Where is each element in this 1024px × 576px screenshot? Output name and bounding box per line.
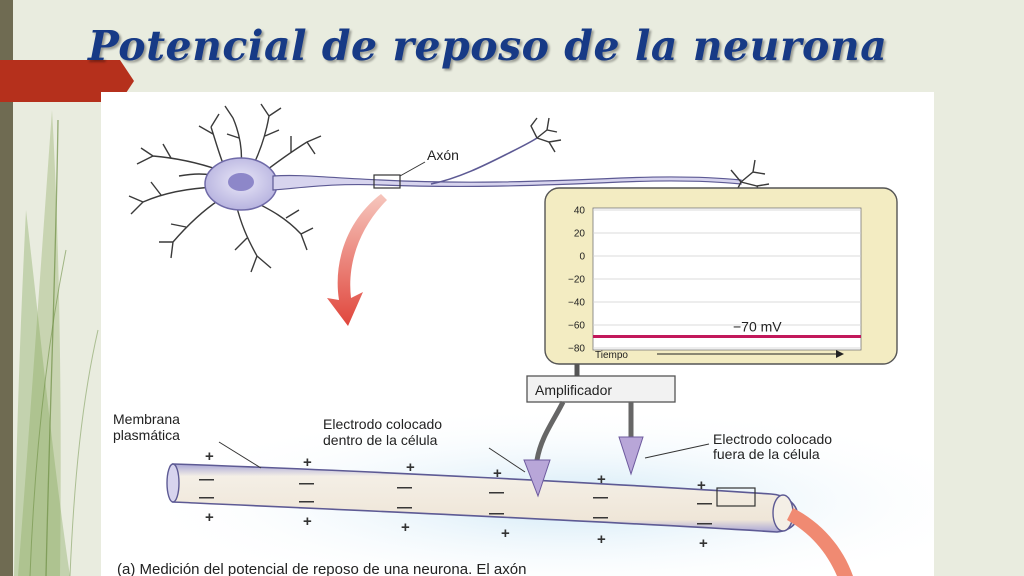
- positive-sign: +: [406, 459, 415, 476]
- oscilloscope-y-axis: 40 20 0 −20 −40 −60 −80: [568, 206, 861, 355]
- oscilloscope-y-tick-label: −40: [568, 298, 585, 309]
- oscilloscope: 40 20 0 −20 −40 −60 −80 Tiempo −70 mV: [544, 187, 898, 365]
- decorative-line: [69, 329, 99, 576]
- electrode-wire-inside: [534, 400, 566, 461]
- time-axis-label: Tiempo: [595, 350, 628, 361]
- electrode-inside-leader: [488, 447, 526, 473]
- neuron-resting-potential-figure: Axón 40 20 0 −20 −40 −60 −80 Tiempo −70 mV Amp…: [101, 92, 934, 576]
- detail-arrow: [787, 508, 853, 576]
- positive-sign: +: [401, 519, 410, 536]
- positive-sign: +: [303, 513, 312, 530]
- decorative-leaf: [14, 210, 70, 576]
- negative-sign: —: [489, 484, 504, 501]
- electrode-outside-label-line1: Electrodo colocado: [713, 431, 832, 447]
- electrode-outside-leader: [644, 443, 710, 459]
- oscilloscope-y-tick-label: 40: [574, 206, 586, 217]
- negative-sign: —: [397, 499, 412, 516]
- negative-sign: —: [593, 509, 608, 526]
- neuron: Axón: [128, 103, 770, 273]
- positive-sign: +: [597, 471, 606, 488]
- axon-leader-line: [399, 161, 426, 177]
- positive-sign: +: [501, 525, 510, 542]
- nucleus: [228, 173, 254, 191]
- decorative-line: [45, 119, 59, 576]
- decorative-leaf: [18, 110, 61, 576]
- negative-sign: —: [299, 493, 314, 510]
- positive-sign: +: [493, 465, 502, 482]
- membrane-leader-line: [218, 441, 262, 469]
- oscilloscope-y-tick-label: 0: [579, 252, 585, 263]
- oscilloscope-y-tick-label: −20: [568, 275, 585, 286]
- negative-sign: —: [489, 505, 504, 522]
- amplifier-label: Amplificador: [535, 382, 612, 398]
- electrode-inside-label-line1: Electrodo colocado: [323, 416, 442, 432]
- time-axis-arrowhead: [836, 350, 844, 358]
- negative-sign: —: [397, 479, 412, 496]
- title-accent-tab: [0, 60, 134, 102]
- electrode-outside-label-line2: fuera de la célula: [713, 446, 820, 462]
- negative-sign: —: [299, 475, 314, 492]
- slide-decoration: [0, 0, 134, 576]
- oscilloscope-y-tick-label: −80: [568, 344, 585, 355]
- amplifier-box: [526, 375, 676, 403]
- axon: [272, 174, 742, 191]
- axon-label: Axón: [427, 147, 459, 163]
- membrane-label-line1: Membrana: [113, 411, 180, 427]
- oscilloscope-y-tick-label: −60: [568, 321, 585, 332]
- decorative-line: [29, 249, 67, 576]
- positive-sign: +: [205, 509, 214, 526]
- slide-title: Potencial de reposo de la neurona: [88, 22, 888, 70]
- positive-sign: +: [697, 477, 706, 494]
- electrode-inside: [523, 459, 551, 498]
- negative-sign: —: [199, 471, 214, 488]
- figure-caption: (a) Medición del potencial de reposo de …: [117, 561, 526, 576]
- membrane-label-line2: plasmática: [113, 427, 180, 443]
- negative-sign: —: [697, 515, 712, 532]
- positive-sign: +: [597, 531, 606, 548]
- positive-sign: +: [205, 448, 214, 465]
- negative-sign: —: [593, 489, 608, 506]
- charge-signs: + + + + + + + + + + + + — — — — — — — — …: [199, 448, 712, 552]
- oscilloscope-y-tick-label: 20: [574, 229, 586, 240]
- zoom-arrow: [327, 194, 387, 326]
- positive-sign: +: [699, 535, 708, 552]
- negative-sign: —: [199, 489, 214, 506]
- membrane-section-box: [716, 487, 756, 507]
- axon-branch: [430, 137, 538, 185]
- positive-sign: +: [303, 454, 312, 471]
- negative-sign: —: [697, 495, 712, 512]
- trace-value-label: −70 mV: [733, 319, 782, 335]
- axon-tube-end: [166, 463, 180, 503]
- electrode-inside-label-line2: dentro de la célula: [323, 432, 438, 448]
- axon-cross-section: [166, 463, 799, 533]
- axon-tube-cut: [772, 494, 794, 532]
- left-edge-bar: [0, 0, 13, 576]
- electrode-outside: [618, 436, 644, 476]
- axon-section-box: [373, 174, 401, 189]
